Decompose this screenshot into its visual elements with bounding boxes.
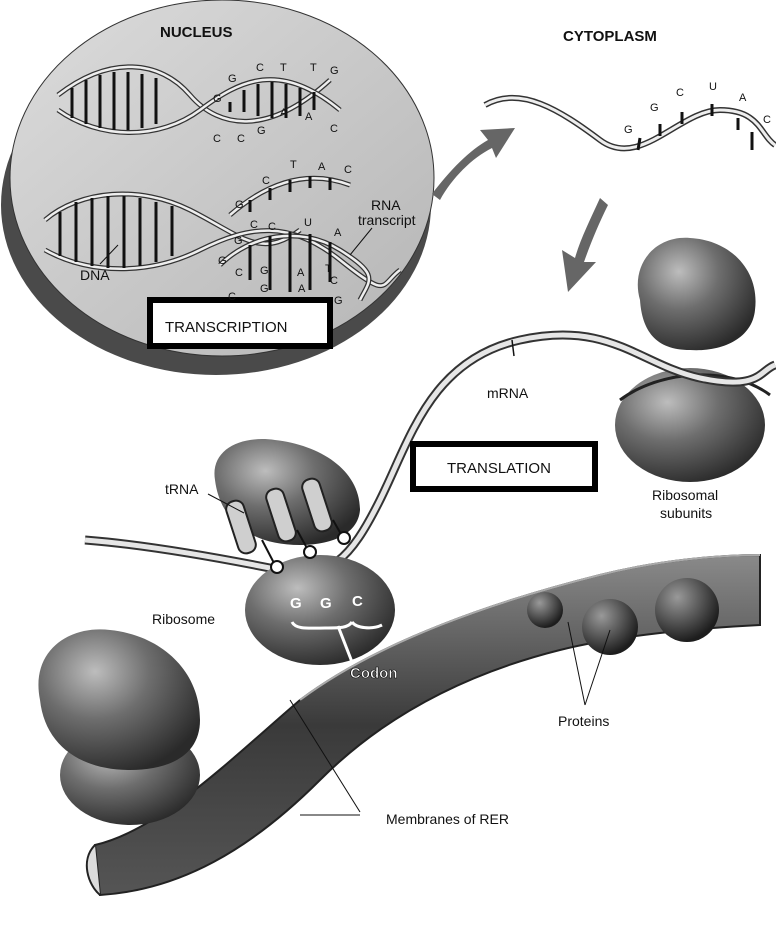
base: T <box>280 62 287 74</box>
base: U <box>709 81 717 93</box>
base: U <box>304 217 312 229</box>
dna-top-bases: G C T T G G A A C C G C <box>213 62 339 145</box>
base: G <box>234 235 243 247</box>
process-arrows <box>432 128 608 292</box>
base: A <box>318 161 326 173</box>
base: T <box>310 62 317 74</box>
base: G <box>218 255 227 267</box>
base: G <box>330 65 339 77</box>
rna-transcript-label-line1: RNA <box>371 197 401 213</box>
base: A <box>739 92 747 104</box>
base: A <box>297 267 305 279</box>
base: C <box>213 133 221 145</box>
dna-label: DNA <box>80 267 110 283</box>
base: A <box>334 227 342 239</box>
nucleus-leaders <box>99 227 373 265</box>
base: C <box>262 175 270 187</box>
nucleus <box>1 0 435 375</box>
base: A <box>305 111 313 123</box>
translating-ribosome <box>214 439 395 665</box>
base: T <box>290 159 297 171</box>
codon-bases: G G C <box>290 593 363 612</box>
proteins-label: Proteins <box>558 713 609 729</box>
codon-base: G <box>290 595 302 612</box>
translation-box <box>410 441 598 492</box>
ribosome-label: Ribosome <box>152 611 215 627</box>
base: G <box>213 93 222 105</box>
base: A <box>298 283 306 295</box>
trna-label: tRNA <box>165 481 199 497</box>
trna-molecules <box>225 477 351 574</box>
transcription-box <box>147 297 333 349</box>
ribosomal-subunits-label-line2: subunits <box>660 505 712 521</box>
base: C <box>676 87 684 99</box>
base: G <box>334 295 343 307</box>
leader-lines <box>207 493 611 816</box>
trna-1 <box>225 499 284 574</box>
transcription-label: TRANSCRIPTION <box>165 319 288 336</box>
cytoplasm-heading: CYTOPLASM <box>563 28 657 45</box>
base: G <box>624 124 633 136</box>
dna-bottom-bases: G C U A G C G A T C G A C G <box>218 217 343 307</box>
base: C <box>344 164 352 176</box>
membranes-of-rer-label: Membranes of RER <box>386 811 509 827</box>
base: T <box>325 263 332 275</box>
trna-2 <box>265 487 317 559</box>
base: A <box>280 107 288 119</box>
codon-label: Codon <box>350 665 397 682</box>
codon-base: G <box>320 595 332 612</box>
base: C <box>330 275 338 287</box>
rna-transcript-label-line2: transcript <box>358 212 416 228</box>
base: C <box>250 219 258 231</box>
base: G <box>257 125 266 137</box>
cytoplasm-mrna-strand <box>483 94 776 152</box>
codon-base: C <box>352 593 363 610</box>
nucleus-heading: NUCLEUS <box>160 24 233 41</box>
base: C <box>330 123 338 135</box>
mrna-long-strand <box>84 330 776 577</box>
base: C <box>763 114 771 126</box>
codon-bracket <box>290 620 383 663</box>
proteins <box>527 578 719 655</box>
bound-ribosome-left <box>38 629 200 825</box>
transcript-bases: C T A C G C <box>235 159 352 231</box>
base: G <box>650 102 659 114</box>
arrow-cytoplasm-down <box>562 198 608 292</box>
base: G <box>260 265 269 277</box>
base: G <box>235 199 244 211</box>
dna-helix-bottom <box>43 175 402 302</box>
dna-helix-top <box>56 64 342 135</box>
base: G <box>260 283 269 295</box>
base: C <box>228 291 236 303</box>
arrow-nucleus-to-cytoplasm <box>432 128 515 200</box>
mrna-label: mRNA <box>487 385 529 401</box>
trna-3 <box>301 477 351 545</box>
ribosomal-subunits <box>615 237 771 482</box>
base: C <box>235 267 243 279</box>
base: C <box>256 62 264 74</box>
cytoplasm-mrna-bases: G G C U A C <box>624 81 771 136</box>
base: C <box>268 221 276 233</box>
translation-label: TRANSLATION <box>447 460 551 477</box>
base: G <box>228 73 237 85</box>
base: C <box>237 133 245 145</box>
ribosomal-subunits-label-line1: Ribosomal <box>652 487 718 503</box>
